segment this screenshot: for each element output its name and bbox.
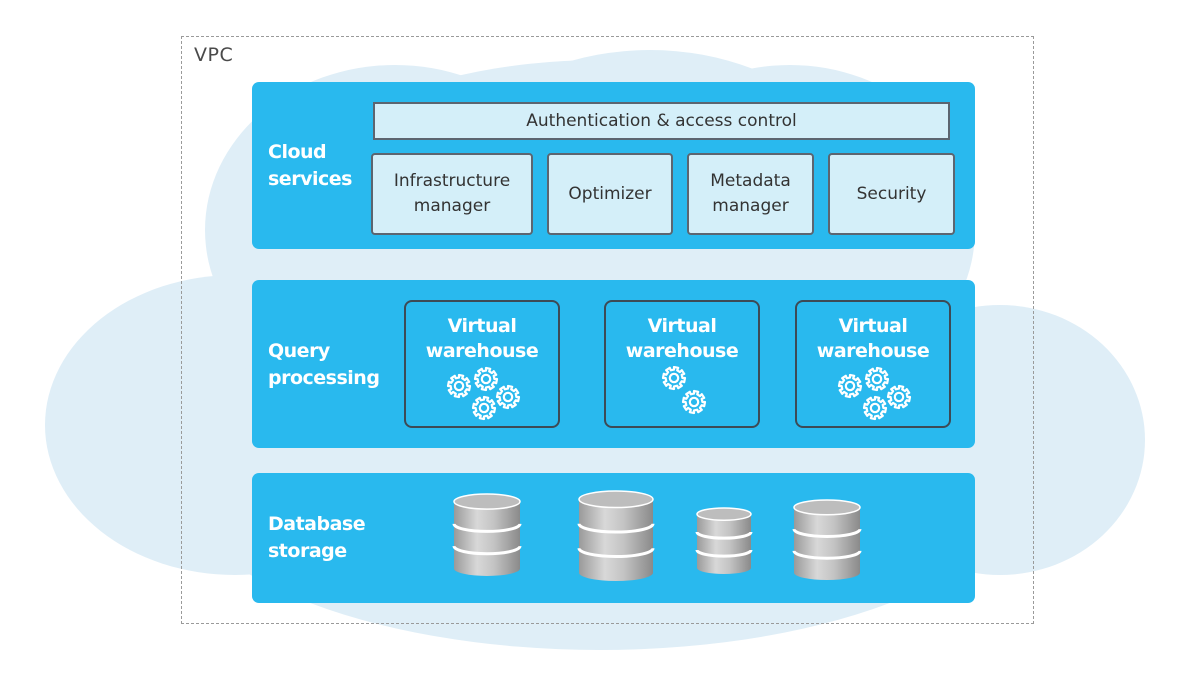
- optimizer-box: Optimizer: [547, 153, 673, 235]
- query-processing-label: Query processing: [268, 340, 380, 389]
- gears-icon: [837, 366, 912, 421]
- virtual-warehouse-label: Virtual warehouse: [625, 315, 739, 362]
- infrastructure-manager-box: Infrastructure manager: [371, 153, 533, 235]
- gear-icon: [495, 384, 521, 410]
- vpc-label: VPC: [194, 44, 234, 66]
- gear-icon: [862, 395, 888, 421]
- database-icon: [577, 490, 655, 581]
- metadata-manager-box: Metadata manager: [687, 153, 814, 235]
- security-box: Security: [828, 153, 955, 235]
- database-icon: [695, 507, 753, 574]
- gear-icon: [864, 366, 890, 392]
- gear-icon: [681, 389, 707, 415]
- virtual-warehouse-2: Virtual warehouse: [604, 300, 760, 428]
- gear-icon: [446, 373, 472, 399]
- database-storage-label: Database storage: [268, 513, 366, 562]
- gears-icon: [446, 366, 521, 421]
- database-storage-layer: Database storage: [252, 473, 975, 603]
- gear-icon: [886, 384, 912, 410]
- auth-access-control-box: Authentication & access control: [373, 102, 950, 140]
- virtual-warehouse-3: Virtual warehouse: [795, 300, 951, 428]
- virtual-warehouse-1: Virtual warehouse: [404, 300, 560, 428]
- cloud-services-layer: Cloud services Authentication & access c…: [252, 82, 975, 249]
- gear-icon: [473, 366, 499, 392]
- database-icon: [452, 493, 522, 576]
- database-icon: [792, 499, 862, 580]
- virtual-warehouse-label: Virtual warehouse: [816, 315, 930, 362]
- gears-icon: [661, 366, 707, 415]
- virtual-warehouse-label: Virtual warehouse: [425, 315, 539, 362]
- vpc-boundary: [181, 36, 1034, 624]
- cloud-services-label: Cloud services: [268, 141, 352, 190]
- gear-icon: [661, 366, 687, 391]
- query-processing-layer: Query processing Virtual warehouse Virtu…: [252, 280, 975, 448]
- gear-icon: [837, 373, 863, 399]
- gear-icon: [471, 395, 497, 421]
